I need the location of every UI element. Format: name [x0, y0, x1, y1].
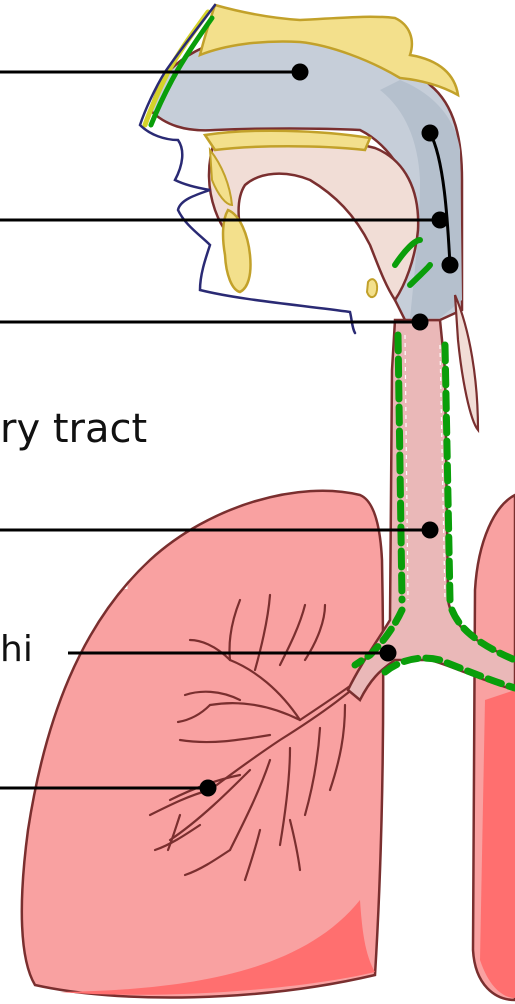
marker-trachea	[422, 522, 439, 539]
marker-nasopharynx	[422, 125, 439, 142]
marker-oropharynx	[432, 212, 449, 229]
mandible	[223, 210, 250, 292]
label-respiratory-tract-fragment: ry tract	[0, 409, 147, 449]
marker-laryngopharynx	[442, 257, 459, 274]
label-bronchi-fragment: hi	[0, 632, 33, 668]
hard-palate	[205, 131, 370, 150]
marker-bronchi	[380, 645, 397, 662]
hyoid-bone	[367, 279, 377, 297]
epiglottis	[455, 295, 478, 430]
marker-nasal-cavity	[292, 64, 309, 81]
marker-larynx	[412, 314, 429, 331]
left-lung	[22, 491, 383, 998]
marker-bronchioles	[200, 780, 217, 797]
right-lung-edge-shading	[480, 690, 515, 998]
